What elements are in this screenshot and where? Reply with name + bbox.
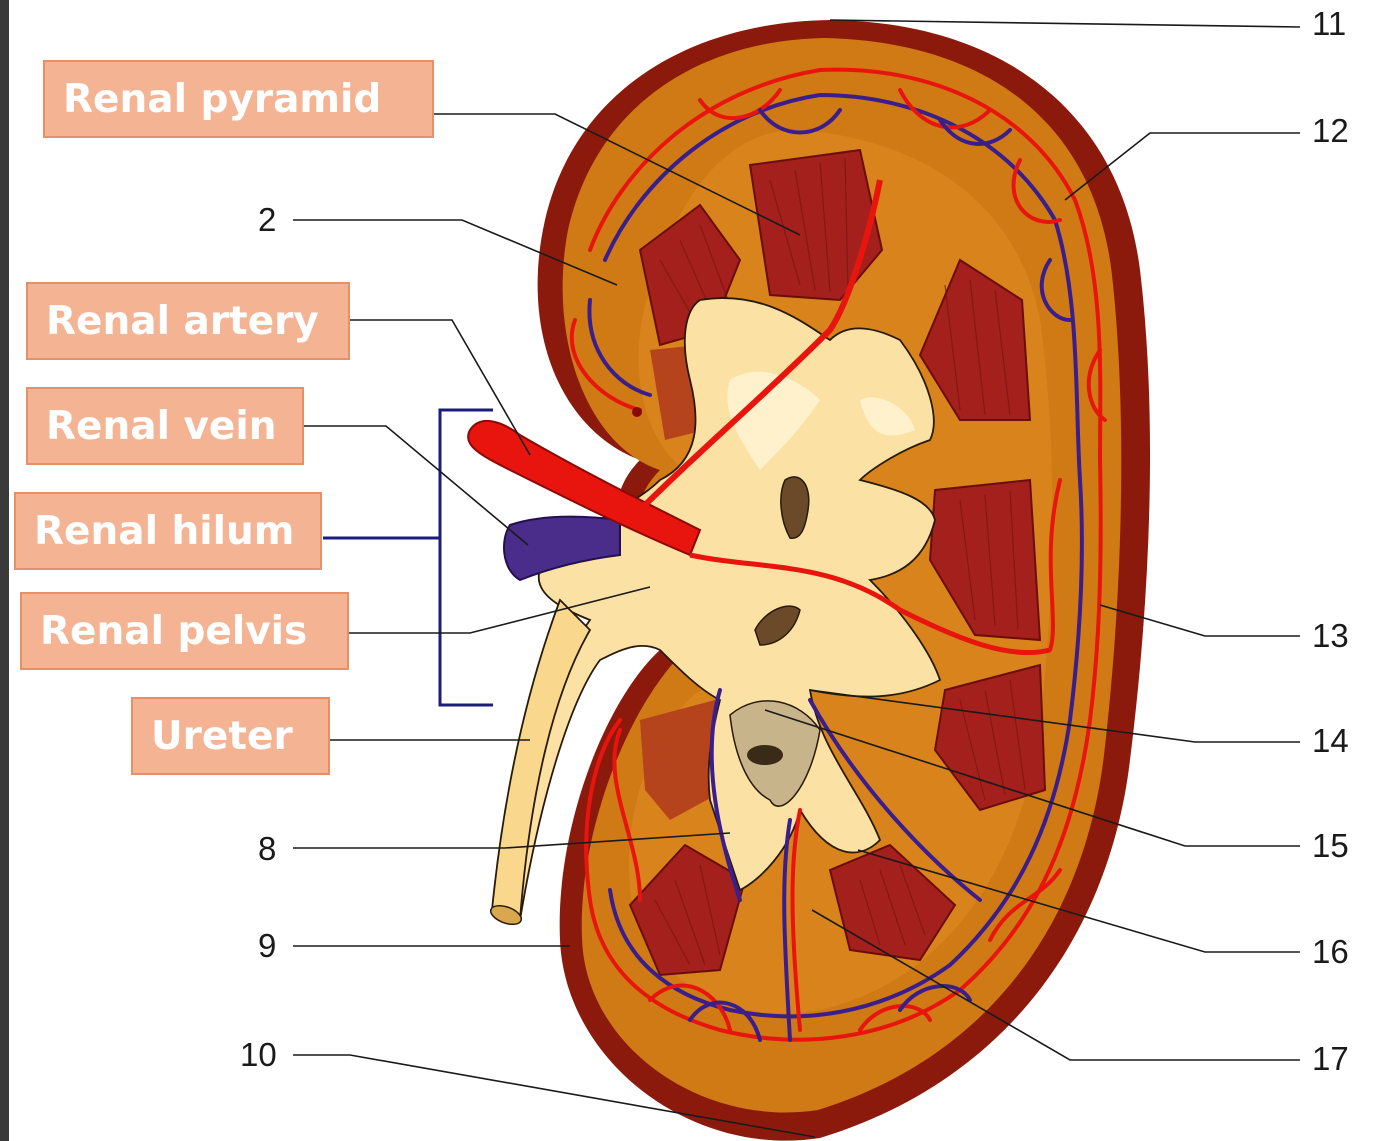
label-renal-vein: Renal vein <box>26 387 304 465</box>
number-17: 17 <box>1312 1042 1349 1075</box>
number-11: 11 <box>1312 7 1346 40</box>
label-renal-hilum: Renal hilum <box>14 492 322 570</box>
label-ureter: Ureter <box>131 697 330 775</box>
label-renal-pyramid: Renal pyramid <box>43 60 434 138</box>
leader-11 <box>830 20 1300 27</box>
number-10: 10 <box>240 1038 277 1071</box>
number-12: 12 <box>1312 114 1349 147</box>
number-16: 16 <box>1312 935 1349 968</box>
calyx-lower-opening <box>747 745 783 765</box>
number-9: 9 <box>258 929 276 962</box>
number-14: 14 <box>1312 724 1349 757</box>
label-renal-pelvis: Renal pelvis <box>20 592 349 670</box>
number-2: 2 <box>258 203 276 236</box>
number-13: 13 <box>1312 619 1349 652</box>
label-renal-artery: Renal artery <box>26 282 350 360</box>
vessel-dot <box>632 407 642 417</box>
number-15: 15 <box>1312 829 1349 862</box>
number-8: 8 <box>258 832 276 865</box>
kidney-illustration <box>468 20 1150 1141</box>
